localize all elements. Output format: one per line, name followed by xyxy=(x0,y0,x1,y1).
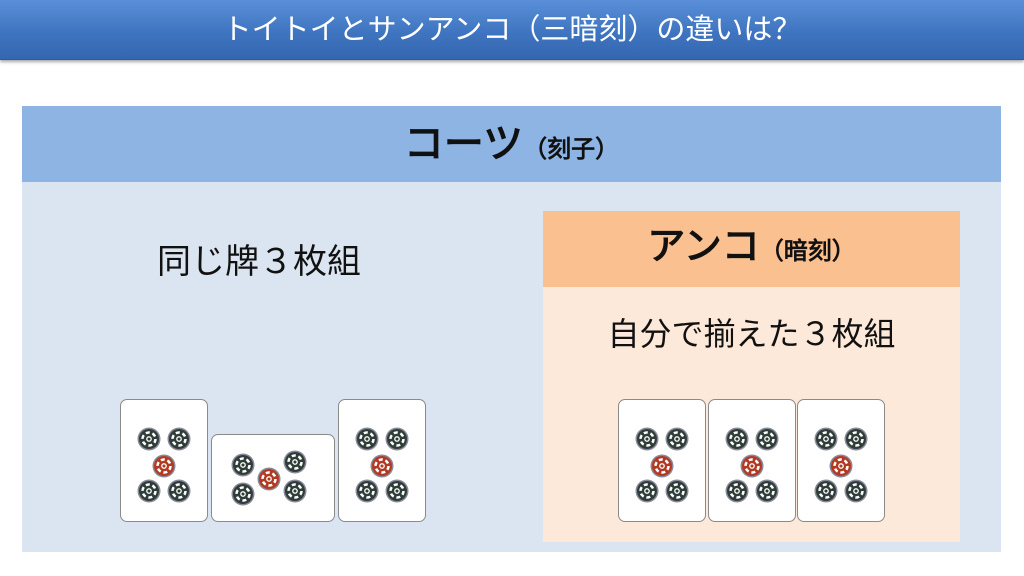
pin-circle xyxy=(829,454,853,478)
slide-title: トイトイとサンアンコ（三暗刻）の違いは？ xyxy=(0,0,1024,60)
mahjong-tile-5-pin xyxy=(211,434,335,522)
pin-circle xyxy=(385,479,409,503)
kotsu-description: 同じ牌３枚組 xyxy=(157,242,361,282)
pin-circle xyxy=(665,479,689,503)
pin-circle xyxy=(152,454,176,478)
pin-circle xyxy=(844,479,868,503)
pin-circle xyxy=(755,479,779,503)
pin-circle xyxy=(167,479,191,503)
kotsu-heading: コーツ xyxy=(403,121,524,167)
pin-circle xyxy=(814,427,838,451)
anko-heading: アンコ xyxy=(647,224,760,268)
mahjong-tile-5-pin xyxy=(797,399,885,522)
anko-heading-kanji: （暗刻） xyxy=(759,237,856,265)
kotsu-header: コーツ（刻子） xyxy=(22,106,1001,182)
pin-circle xyxy=(844,427,868,451)
pin-circle xyxy=(137,479,161,503)
pin-circle xyxy=(740,454,764,478)
pin-circle xyxy=(650,454,674,478)
pin-circle xyxy=(635,427,659,451)
mahjong-tile-5-pin xyxy=(618,399,706,522)
pin-circle xyxy=(755,427,779,451)
mahjong-tile-5-pin xyxy=(120,399,208,522)
pin-circle xyxy=(283,450,307,474)
anko-description: 自分で揃えた３枚組 xyxy=(607,315,896,353)
mahjong-tile-5-pin xyxy=(708,399,796,522)
pin-circle xyxy=(355,427,379,451)
anko-header: アンコ（暗刻） xyxy=(543,211,960,287)
pin-circle xyxy=(231,482,255,506)
kotsu-heading-kanji: （刻子） xyxy=(523,135,620,163)
pin-circle xyxy=(231,453,255,477)
pin-circle xyxy=(385,427,409,451)
pin-circle xyxy=(725,427,749,451)
pin-circle xyxy=(137,427,161,451)
pin-circle xyxy=(355,479,379,503)
mahjong-tile-5-pin xyxy=(338,399,426,522)
pin-circle xyxy=(725,479,749,503)
pin-circle xyxy=(814,479,838,503)
pin-circle xyxy=(635,479,659,503)
pin-circle xyxy=(257,467,281,491)
pin-circle xyxy=(370,454,394,478)
pin-circle xyxy=(665,427,689,451)
pin-circle xyxy=(283,479,307,503)
pin-circle xyxy=(167,427,191,451)
